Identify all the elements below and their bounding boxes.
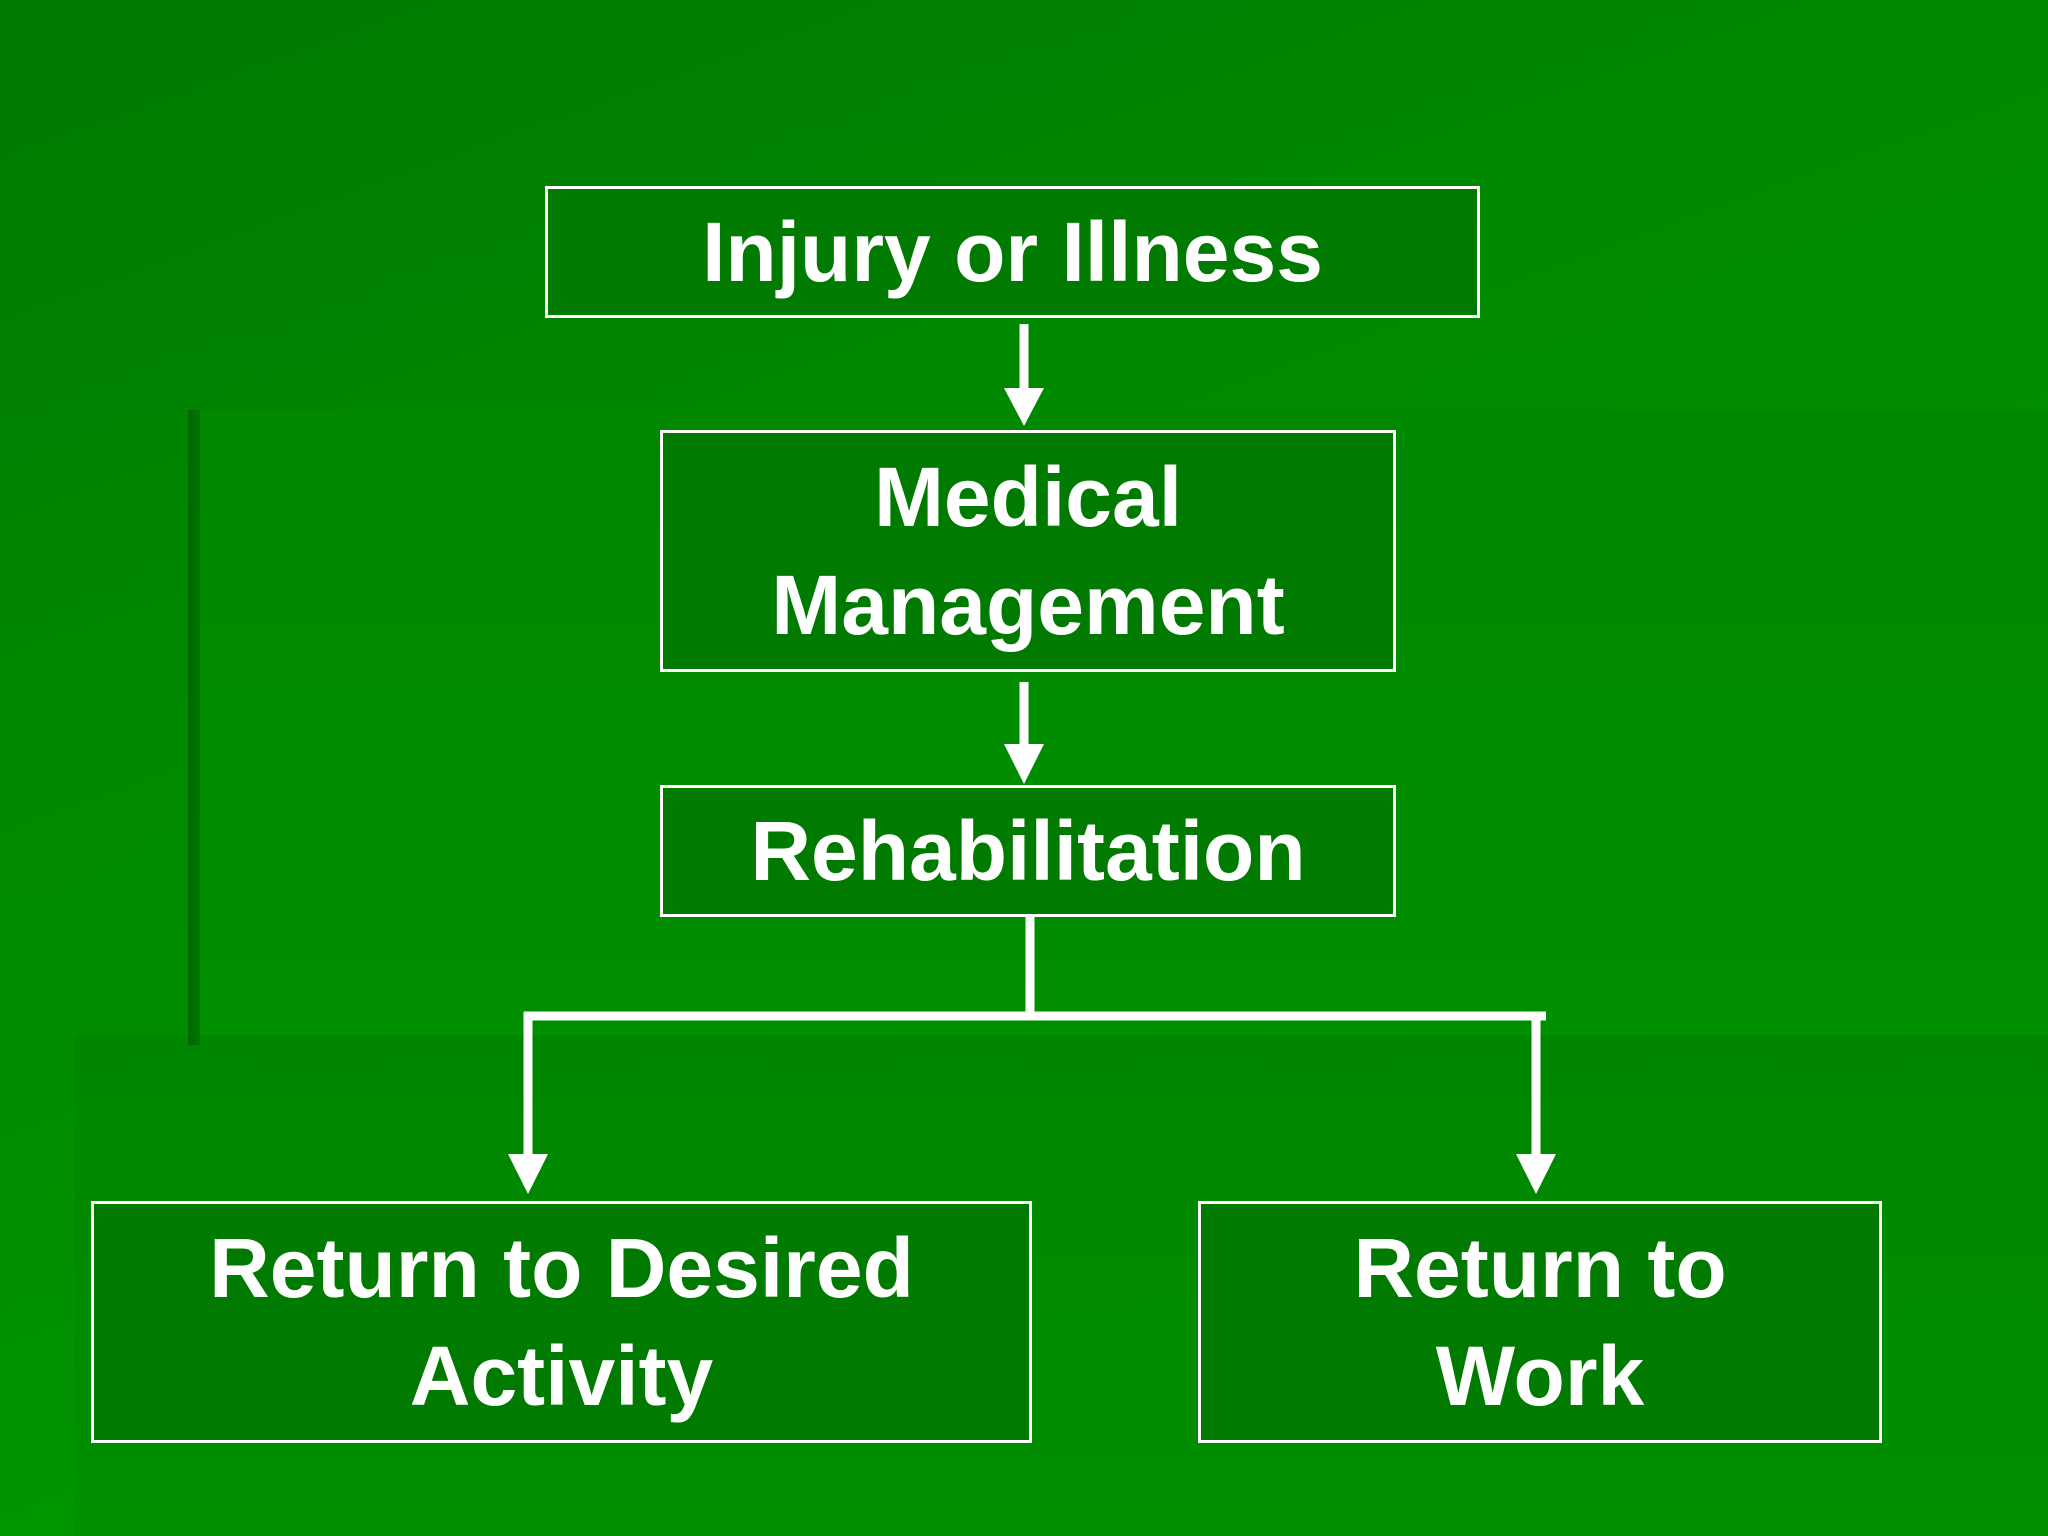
arrowhead-rehab (1004, 744, 1044, 784)
node-rehabilitation: Rehabilitation (660, 785, 1396, 917)
node-label: Return to Desired (209, 1221, 914, 1315)
node-label: Medical (873, 450, 1183, 544)
node-label: Return to (1353, 1221, 1727, 1315)
node-label: Rehabilitation (750, 804, 1306, 898)
arrowhead-work (1516, 1154, 1556, 1194)
arrowhead-activity (508, 1154, 548, 1194)
node-return-to-desired-activity: Return to Desired Activity (91, 1201, 1032, 1443)
node-label: Work (1435, 1329, 1645, 1423)
node-medical-management: Medical Management (660, 430, 1396, 672)
node-return-to-work: Return to Work (1198, 1201, 1882, 1443)
node-label: Activity (409, 1329, 714, 1423)
node-label: Injury or Illness (702, 205, 1323, 299)
node-injury-or-illness: Injury or Illness (545, 186, 1480, 318)
arrowhead-medical (1004, 388, 1044, 426)
background-panel-edge (188, 410, 200, 1045)
node-label: Management (771, 558, 1285, 652)
